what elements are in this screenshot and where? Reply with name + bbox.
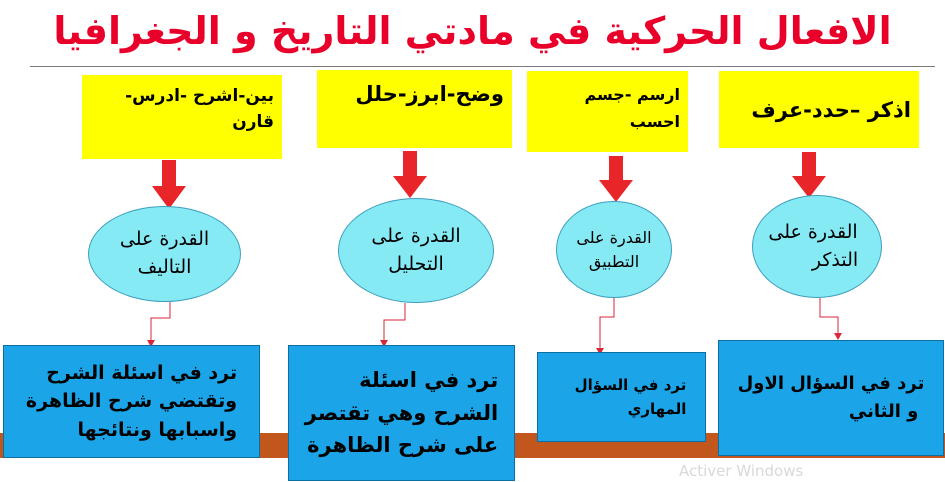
verb-box-synthesis: بين-اشرح -ادرس- قارن <box>82 75 282 159</box>
ability-line: التطبيق <box>588 251 640 271</box>
ability-line: التاليف <box>137 256 192 278</box>
usage-line: ترد في اسئلة <box>359 368 499 393</box>
verb-box-analysis: وضح-ابرز-حلل <box>317 70 512 148</box>
connector-arrowhead-icon <box>596 348 604 355</box>
verb-text: وضح-ابرز-حلل <box>355 82 504 106</box>
red-arrow-icon <box>152 160 186 209</box>
ability-application: القدرة على التطبيق <box>556 201 672 298</box>
connector-arrowhead-icon <box>147 340 155 347</box>
usage-line: ترد في السؤال <box>574 376 687 394</box>
ability-line: القدرة على <box>768 220 858 243</box>
usage-line: ترد في اسئلة الشرح <box>46 361 238 384</box>
diagram-title: الافعال الحركية في مادتي التاريخ و الجغر… <box>53 9 892 53</box>
verb-text: ارسم -جسم <box>584 85 680 104</box>
ability-recall: القدرة على التذكر <box>752 195 882 298</box>
ability-analysis: القدرة على التحليل <box>338 198 494 303</box>
usage-box-application: ترد في السؤال المهاري <box>537 352 706 442</box>
red-arrow-icon <box>599 156 633 202</box>
verb-text: احسب <box>629 112 680 132</box>
verb-text: بين-اشرح -ادرس- <box>125 86 274 106</box>
ability-line: التذكر <box>811 248 859 271</box>
usage-box-synthesis: ترد في اسئلة الشرح وتقتضي شرح الظاهرة وا… <box>3 345 260 458</box>
connector-line <box>599 298 615 352</box>
verb-text: اذكر –حدد-عرف <box>751 97 911 122</box>
connector-arrowhead-icon <box>834 333 842 340</box>
connector-line <box>150 302 171 344</box>
usage-line: واسبابها ونتائجها <box>77 418 238 441</box>
red-arrow-icon <box>792 152 826 198</box>
usage-line: وتقتضي شرح الظاهرة <box>25 390 238 413</box>
usage-line: على شرح الظاهرة <box>307 433 499 458</box>
title-divider <box>30 66 935 67</box>
connector-line <box>383 303 406 344</box>
ability-line: التحليل <box>388 252 444 275</box>
verb-text: قارن <box>232 112 274 133</box>
connector-line <box>819 298 839 337</box>
ability-line: القدرة على <box>576 228 652 248</box>
usage-box-analysis: ترد في اسئلة الشرح وهي تقتصر على شرح الظ… <box>288 345 515 481</box>
ability-line: القدرة على <box>371 224 461 247</box>
connector-arrowhead-icon <box>380 340 388 347</box>
usage-line: الشرح وهي تقتصر <box>304 400 499 425</box>
verb-box-recall: اذكر –حدد-عرف <box>719 71 919 148</box>
ability-synthesis: القدرة على التاليف <box>88 206 241 302</box>
usage-line: و الثاني <box>848 401 919 422</box>
os-watermark: Activer Windows <box>679 462 804 480</box>
verb-box-application: ارسم -جسم احسب <box>527 71 688 152</box>
red-arrow-icon <box>393 151 427 198</box>
ability-line: القدرة على <box>119 228 210 251</box>
usage-line: المهاري <box>627 400 687 418</box>
usage-line: ترد في السؤال الاول <box>737 373 925 395</box>
usage-box-recall: ترد في السؤال الاول و الثاني <box>718 340 944 456</box>
